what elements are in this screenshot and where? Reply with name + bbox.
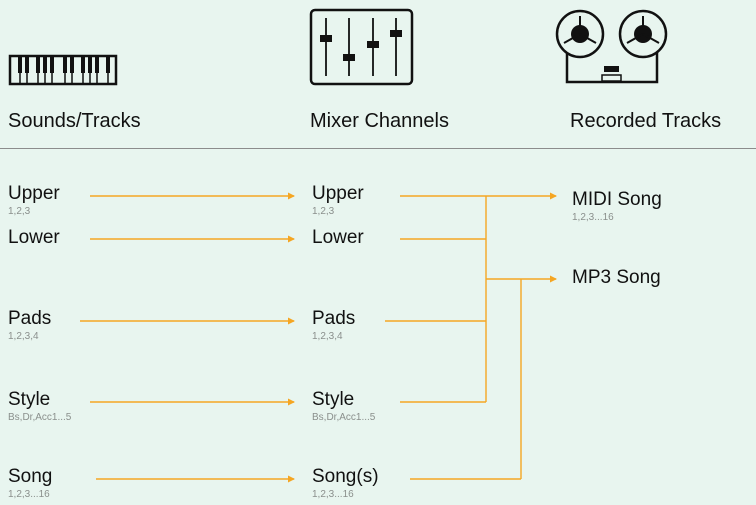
- sound-lower: Lower: [8, 227, 60, 248]
- sound-style-sub: Bs,Dr,Acc1...5: [8, 412, 72, 423]
- recorded-mp3-song: MP3 Song: [572, 267, 661, 288]
- recorded-midi-song: MIDI Song: [572, 189, 662, 210]
- header-recorded-tracks: Recorded Tracks: [570, 110, 722, 132]
- channel-upper-sub: 1,2,3: [312, 206, 335, 217]
- sound-style: Style: [8, 389, 51, 410]
- channel-style: Style: [312, 389, 355, 410]
- sound-upper-sub: 1,2,3: [8, 206, 31, 217]
- channel-style-sub: Bs,Dr,Acc1...5: [312, 412, 376, 423]
- tape-reels-icon: [555, 9, 668, 84]
- sound-song: Song: [8, 466, 53, 487]
- recorded-midi-song-sub: 1,2,3...16: [572, 212, 614, 223]
- header-divider: [0, 148, 756, 149]
- sound-upper: Upper: [8, 183, 60, 204]
- sound-pads: Pads: [8, 308, 52, 329]
- channel-pads-sub: 1,2,3,4: [312, 331, 343, 342]
- sound-song-sub: 1,2,3...16: [8, 489, 50, 500]
- mixer-faders-icon: [309, 8, 414, 86]
- channel-pads: Pads: [312, 308, 356, 329]
- keyboard-icon: [8, 54, 118, 86]
- channel-songs: Song(s): [312, 466, 379, 487]
- sound-pads-sub: 1,2,3,4: [8, 331, 39, 342]
- channel-songs-sub: 1,2,3...16: [312, 489, 354, 500]
- header-sounds-tracks: Sounds/Tracks: [8, 110, 141, 132]
- header-mixer-channels: Mixer Channels: [310, 110, 449, 132]
- channel-lower: Lower: [312, 227, 364, 248]
- channel-upper: Upper: [312, 183, 364, 204]
